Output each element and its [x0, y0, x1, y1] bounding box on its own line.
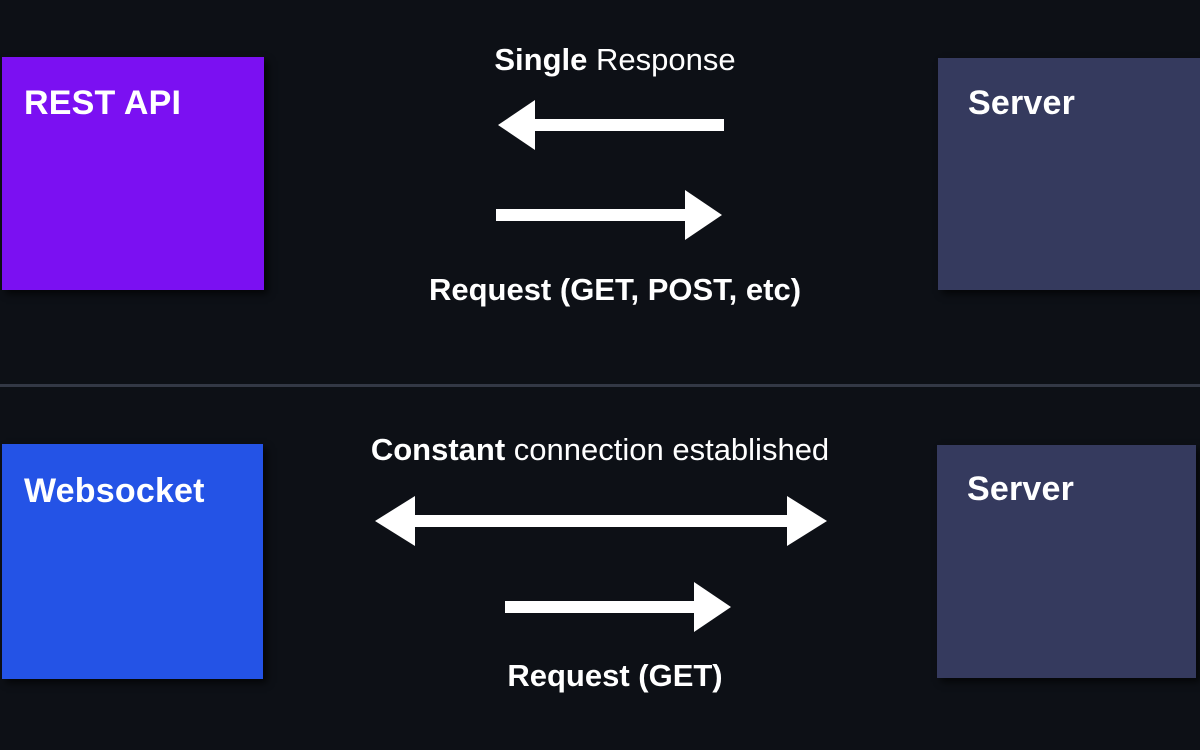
constant-connection-label-bold: Constant	[370, 432, 506, 467]
request-get-arrow-right-icon	[505, 581, 731, 633]
request-get-label: Request (GET)	[507, 658, 723, 693]
websocket-box-label: Websocket	[24, 472, 205, 510]
server-box-top: Server	[938, 58, 1200, 290]
request-arrow-right-icon	[496, 189, 722, 241]
constant-connection-double-arrow-icon	[375, 495, 827, 547]
request-get-post-label: Request (GET, POST, etc)	[428, 272, 802, 307]
single-response-label-rest: Response	[596, 42, 736, 77]
rest-api-box: REST API	[2, 57, 264, 290]
constant-connection-label: Constant connection established	[330, 432, 870, 468]
section-divider	[0, 384, 1200, 387]
single-response-label: Single Response	[400, 42, 830, 78]
server-box-bottom: Server	[937, 445, 1196, 678]
websocket-box: Websocket	[2, 444, 263, 679]
server-box-bottom-label: Server	[967, 470, 1075, 508]
server-box-top-label: Server	[968, 84, 1076, 122]
rest-api-box-label: REST API	[24, 84, 182, 122]
response-arrow-left-icon	[498, 99, 724, 151]
single-response-label-bold: Single	[494, 42, 588, 77]
constant-connection-label-rest: connection established	[513, 432, 830, 467]
